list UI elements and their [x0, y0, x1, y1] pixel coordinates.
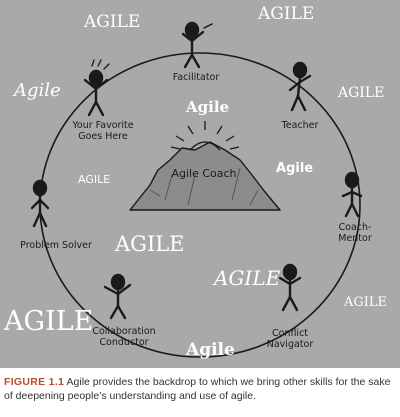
bg-word: Agile: [14, 80, 61, 101]
bg-word: AGILE: [78, 173, 111, 186]
collaboration-conductor-figure-icon: [103, 273, 132, 320]
figure-caption: FIGURE 1.1 Agile provides the backdrop t…: [4, 376, 396, 403]
teacher-figure-icon: [288, 61, 312, 112]
role-label-your-favorite: Your Favorite Goes Here: [72, 120, 134, 142]
role-label-coach-mentor: Coach-Mentor: [338, 222, 372, 244]
role-label-collaboration-conductor: Collaboration Conductor: [92, 326, 156, 348]
agile-coach-diagram: AGILE AGILE Agile AGILE Agile Agile AGIL…: [0, 0, 400, 368]
figure-caption-text: Agile provides the backdrop to which we …: [4, 376, 391, 402]
bg-word: AGILE: [115, 232, 185, 256]
bg-word: AGILE: [344, 295, 388, 310]
bg-word: AGILE: [84, 12, 141, 32]
bg-word: AGILE: [214, 266, 281, 290]
bg-word: AGILE: [338, 85, 385, 101]
bg-word: Agile: [186, 340, 235, 360]
facilitator-figure-icon: [181, 21, 213, 69]
coach-mentor-figure-icon: [341, 171, 363, 218]
your-favorite-figure-icon: [83, 59, 110, 117]
conflict-navigator-figure-icon: [278, 263, 302, 312]
problem-solver-figure-icon: [30, 179, 50, 228]
bg-word: AGILE: [258, 4, 315, 24]
sun-icon: [170, 121, 240, 151]
bg-word: Agile: [186, 98, 230, 116]
bg-word: AGILE: [4, 306, 94, 337]
role-label-teacher: Teacher: [281, 120, 319, 131]
role-label-problem-solver: Problem Solver: [20, 240, 92, 251]
role-label-conflict-navigator: Conflict Navigator: [266, 328, 314, 350]
figure-label: FIGURE 1.1: [4, 376, 65, 388]
mountain: [129, 141, 281, 211]
bg-word: Agile: [276, 161, 314, 176]
diagram-svg: [30, 21, 363, 358]
role-label-facilitator: Facilitator: [172, 72, 220, 83]
center-label: Agile Coach: [171, 167, 237, 180]
